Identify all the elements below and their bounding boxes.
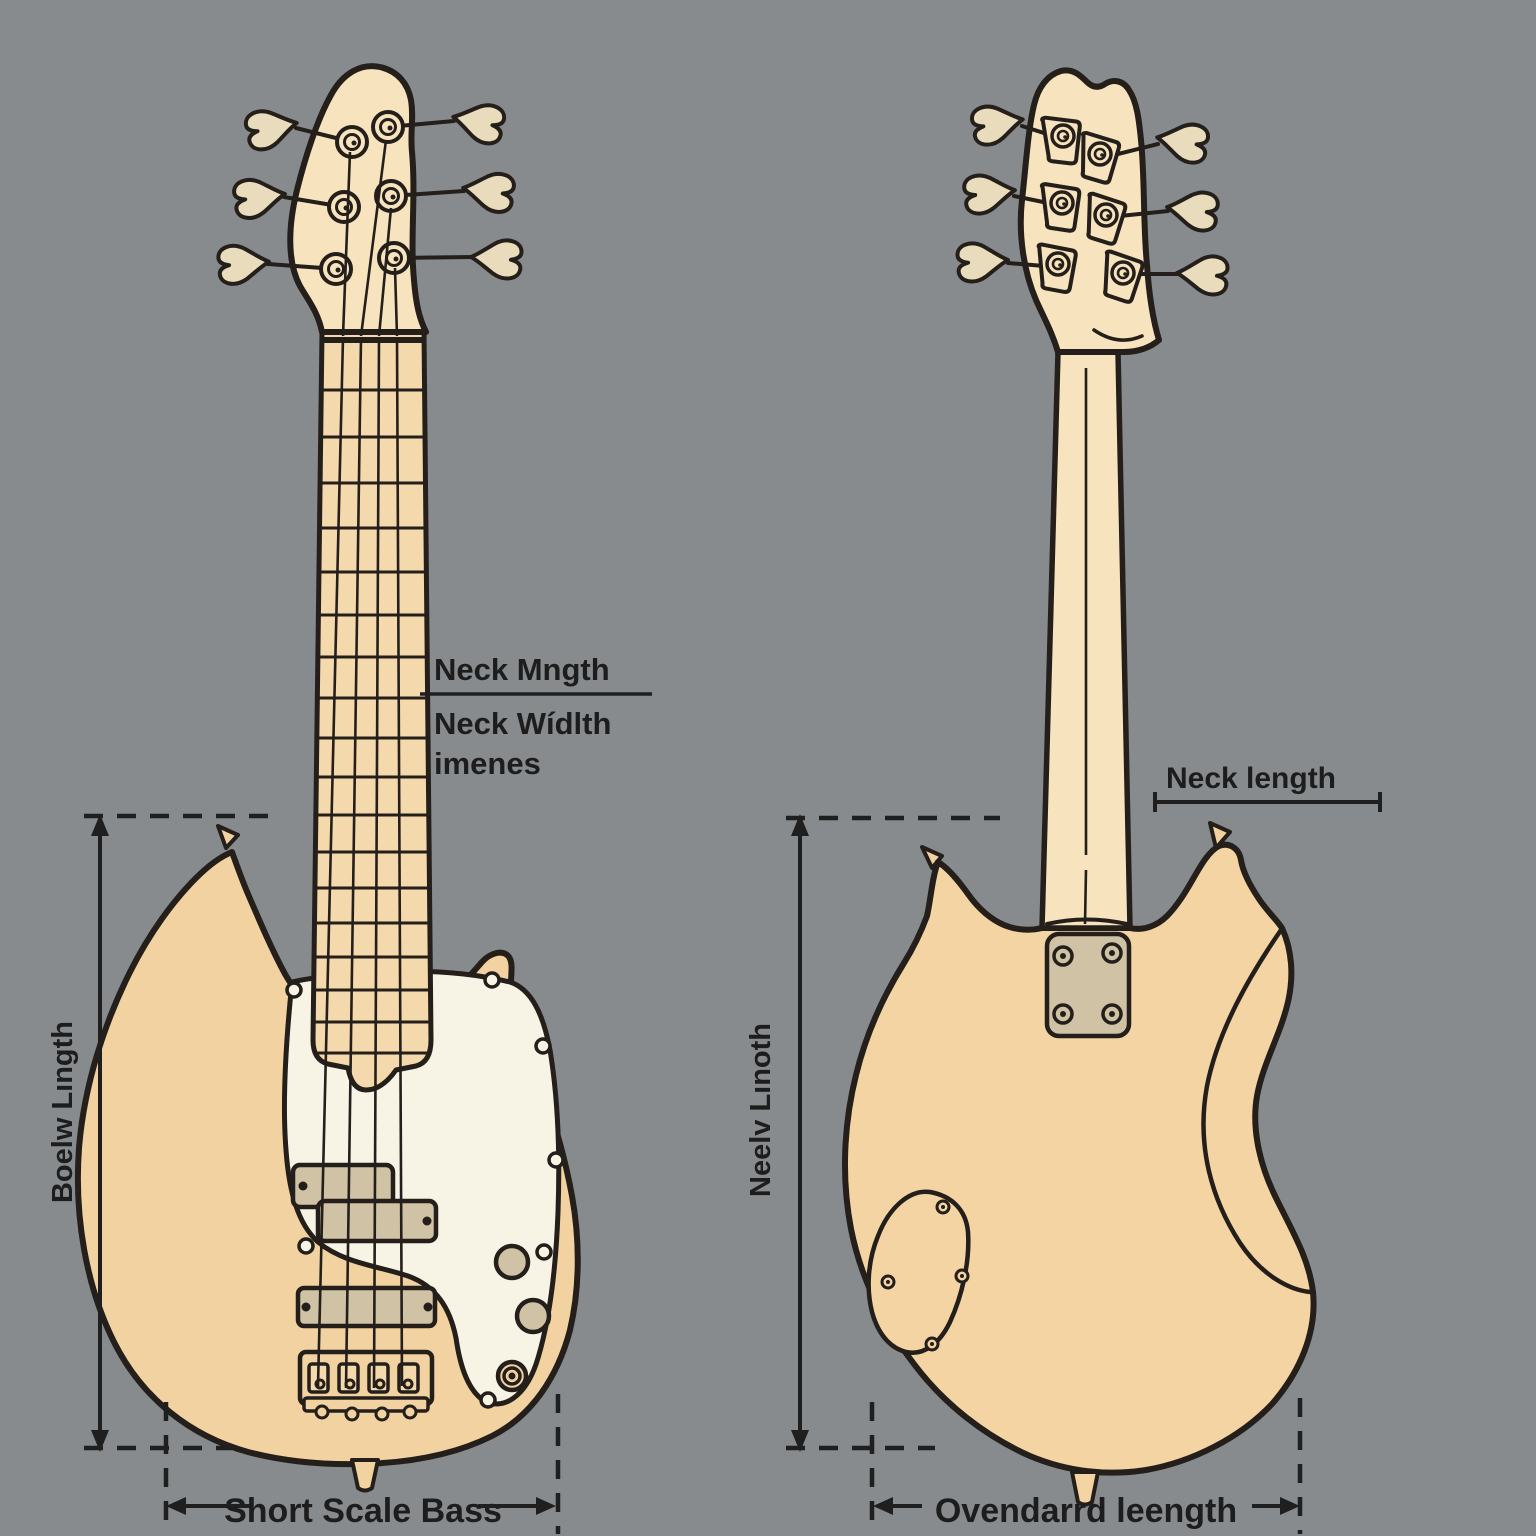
string bbox=[377, 207, 393, 337]
tone-knob bbox=[514, 1297, 552, 1335]
volute-line bbox=[1092, 328, 1144, 342]
screw bbox=[285, 981, 303, 999]
arrowhead-down bbox=[91, 1430, 109, 1452]
screw bbox=[479, 1391, 497, 1409]
string bbox=[316, 337, 345, 1387]
body-length-label-left: Boelw Lıngth bbox=[47, 1021, 79, 1203]
cavity-cover bbox=[866, 1189, 971, 1355]
bridge-screw bbox=[314, 1404, 330, 1420]
neck-plate bbox=[1044, 931, 1132, 1039]
strings bbox=[316, 139, 404, 1389]
arrowhead-left bbox=[873, 1497, 893, 1515]
annotations: Neck Mngth Neck Wídlth imenes Neck lengt… bbox=[47, 652, 1382, 1534]
pickup-screw bbox=[301, 1302, 311, 1312]
scale-label-right: Ovendarrd leength bbox=[935, 1492, 1237, 1530]
string bbox=[395, 337, 404, 1387]
bridge bbox=[297, 1349, 435, 1422]
pickup-screw bbox=[422, 1216, 432, 1226]
volume-knob bbox=[493, 1243, 531, 1281]
bridge-bar bbox=[302, 1396, 430, 1413]
arrowhead-up bbox=[91, 814, 109, 836]
pickguard-screws bbox=[285, 971, 565, 1409]
bridge-screw bbox=[402, 1404, 418, 1420]
string bbox=[372, 337, 381, 1389]
neck-length-label: Neck Mngth bbox=[434, 652, 610, 687]
tuners-front bbox=[215, 96, 525, 287]
arrowhead-down bbox=[791, 1430, 809, 1452]
neck-length-label-right: Neck length bbox=[1166, 762, 1336, 795]
arrowhead-up bbox=[791, 814, 809, 836]
body-contour-line bbox=[1201, 927, 1313, 1295]
string bbox=[359, 139, 388, 337]
pickup-half-lower bbox=[315, 1198, 439, 1244]
screw bbox=[534, 1037, 552, 1055]
arrowhead-left bbox=[166, 1497, 186, 1515]
string bbox=[341, 151, 352, 337]
screw bbox=[547, 1151, 565, 1169]
body-length-label-right: Neelv Lınoth bbox=[745, 1023, 777, 1197]
saddle-screw bbox=[374, 1378, 386, 1390]
strap-pin-bottom-back bbox=[1070, 1470, 1100, 1507]
saddle-screw bbox=[402, 1378, 414, 1390]
arrowhead-right bbox=[1280, 1497, 1300, 1515]
bridge-screw bbox=[344, 1406, 360, 1422]
string bbox=[393, 267, 399, 337]
bass-front-figure bbox=[74, 63, 581, 1493]
screw bbox=[297, 1237, 315, 1255]
string bbox=[344, 337, 363, 1389]
fretboard bbox=[310, 329, 434, 1093]
pickup-screw bbox=[423, 1302, 433, 1312]
neck-width-sublabel: imenes bbox=[434, 746, 541, 781]
scale-label-left: Short Scale Bass bbox=[224, 1492, 502, 1530]
bass-back-figure bbox=[842, 67, 1317, 1507]
screw bbox=[535, 1243, 553, 1261]
tuners-back bbox=[954, 98, 1231, 305]
neck-heel-line bbox=[1045, 917, 1129, 926]
output-jack bbox=[495, 1359, 529, 1393]
tuner-plates bbox=[1039, 112, 1146, 305]
neck-width-label: Neck Wídlth bbox=[434, 706, 611, 741]
bridge-screw bbox=[374, 1406, 390, 1422]
strap-pin-right-horn bbox=[1208, 821, 1232, 850]
pickup-screw bbox=[298, 1181, 308, 1191]
strap-pin-top bbox=[216, 824, 240, 850]
bass-back-body bbox=[842, 841, 1317, 1476]
screw bbox=[483, 971, 501, 989]
strap-pin-bottom bbox=[350, 1458, 380, 1493]
skunk-stripe bbox=[1083, 869, 1088, 925]
arrowhead-right bbox=[536, 1497, 556, 1515]
